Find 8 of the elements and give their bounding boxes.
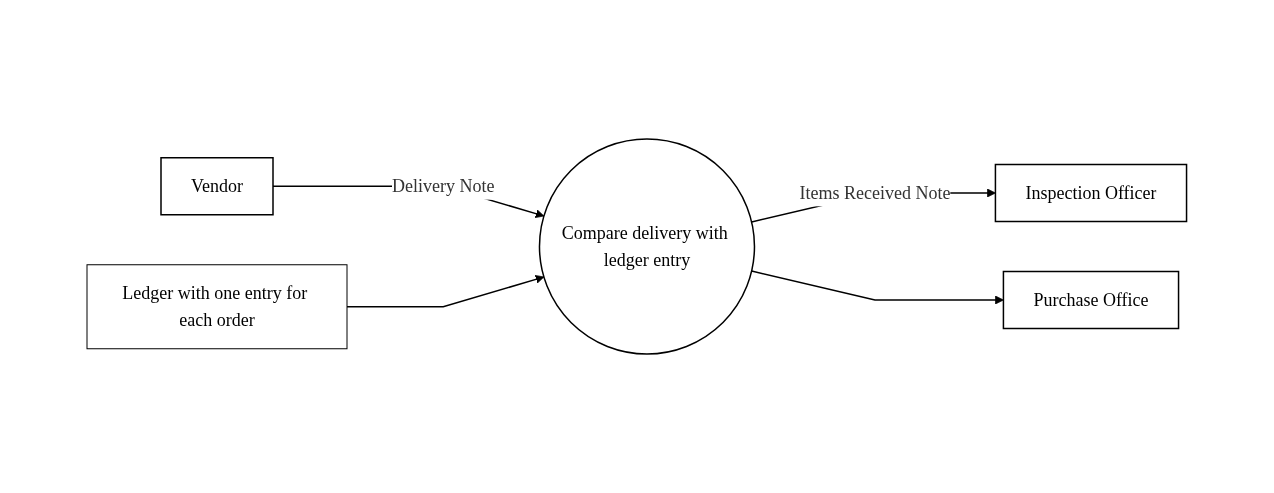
arrow	[346, 275, 545, 308]
node-box: Vendor	[160, 157, 274, 216]
node-box: Purchase Office	[1002, 270, 1180, 330]
node-circle: Compare delivery with ledger entry	[538, 138, 756, 355]
node-box: Inspection Officer	[994, 163, 1188, 223]
node-box: Ledger with one entry for each order	[86, 264, 348, 350]
edge-label: Items Received Note	[799, 182, 951, 203]
edge-label: Delivery Note	[392, 175, 495, 196]
